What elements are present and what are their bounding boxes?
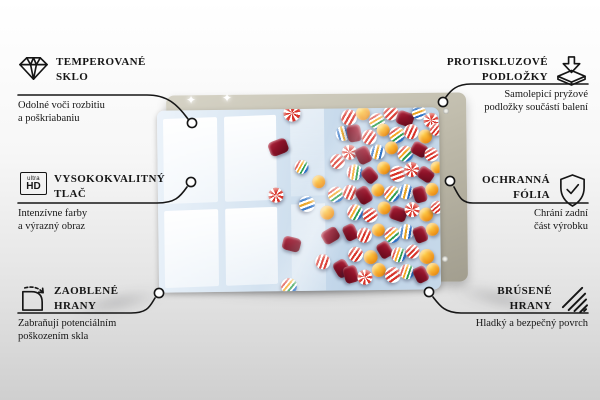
callout-title: VYSOKOKVALITNÝ TLAČ <box>54 173 166 200</box>
callout-desc-rounded-edges: Zabraňují potenciálním poškozením skla <box>18 318 117 342</box>
callout-tempered-glass: TEMPEROVANÉ SKLO <box>18 55 146 85</box>
callout-title: OCHRANNÁ FÓLIA <box>482 174 550 201</box>
glass-gloss <box>156 107 442 293</box>
callout-desc-anti-slip-pads: Samolepicí pryžové podložky součástí bal… <box>484 89 588 113</box>
shield-check-icon <box>557 173 588 208</box>
mounting-hole <box>442 256 448 262</box>
ground-edges-icon <box>559 284 588 313</box>
callout-ground-edges: BRÚSENÉ HRANY <box>497 284 588 314</box>
callout-desc-tempered-glass: Odolné voči rozbitiu a poškriabaniu <box>18 100 105 124</box>
callout-title: ZAOBLENÉ HRANY <box>54 285 119 312</box>
sparkle-icon: ✦ <box>185 93 197 107</box>
diamond-icon <box>18 55 49 82</box>
callout-desc-print: Intenzívne farby a výrazný obraz <box>18 208 88 232</box>
callout-title: TEMPEROVANÉ SKLO <box>56 56 146 83</box>
callout-protective-film: OCHRANNÁ FÓLIA <box>482 173 588 208</box>
callout-rounded-edges: ZAOBLENÉ HRANY <box>18 284 118 314</box>
callout-desc-ground-edges: Hladký a bezpečný povrch <box>475 318 588 329</box>
callout-title: BRÚSENÉ HRANY <box>497 285 552 312</box>
callout-title: PROTISKLUZOVÉ PODLOŽKY <box>446 56 548 83</box>
mounting-hole <box>443 108 449 114</box>
sparkle-icon: ✦ <box>221 91 233 105</box>
glass-panel <box>156 107 442 293</box>
rounded-corner-icon <box>18 284 47 313</box>
callout-desc-protective-film: Chrání zadní část výrobku <box>534 208 588 232</box>
callout-anti-slip-pads: PROTISKLUZOVÉ PODLOŽKY <box>447 55 588 86</box>
callout-print: ultra HD VYSOKOKVALITNÝ TLAČ <box>20 172 165 202</box>
anti-slip-pad-icon <box>555 55 588 86</box>
ultra-hd-icon: ultra HD <box>20 172 47 195</box>
